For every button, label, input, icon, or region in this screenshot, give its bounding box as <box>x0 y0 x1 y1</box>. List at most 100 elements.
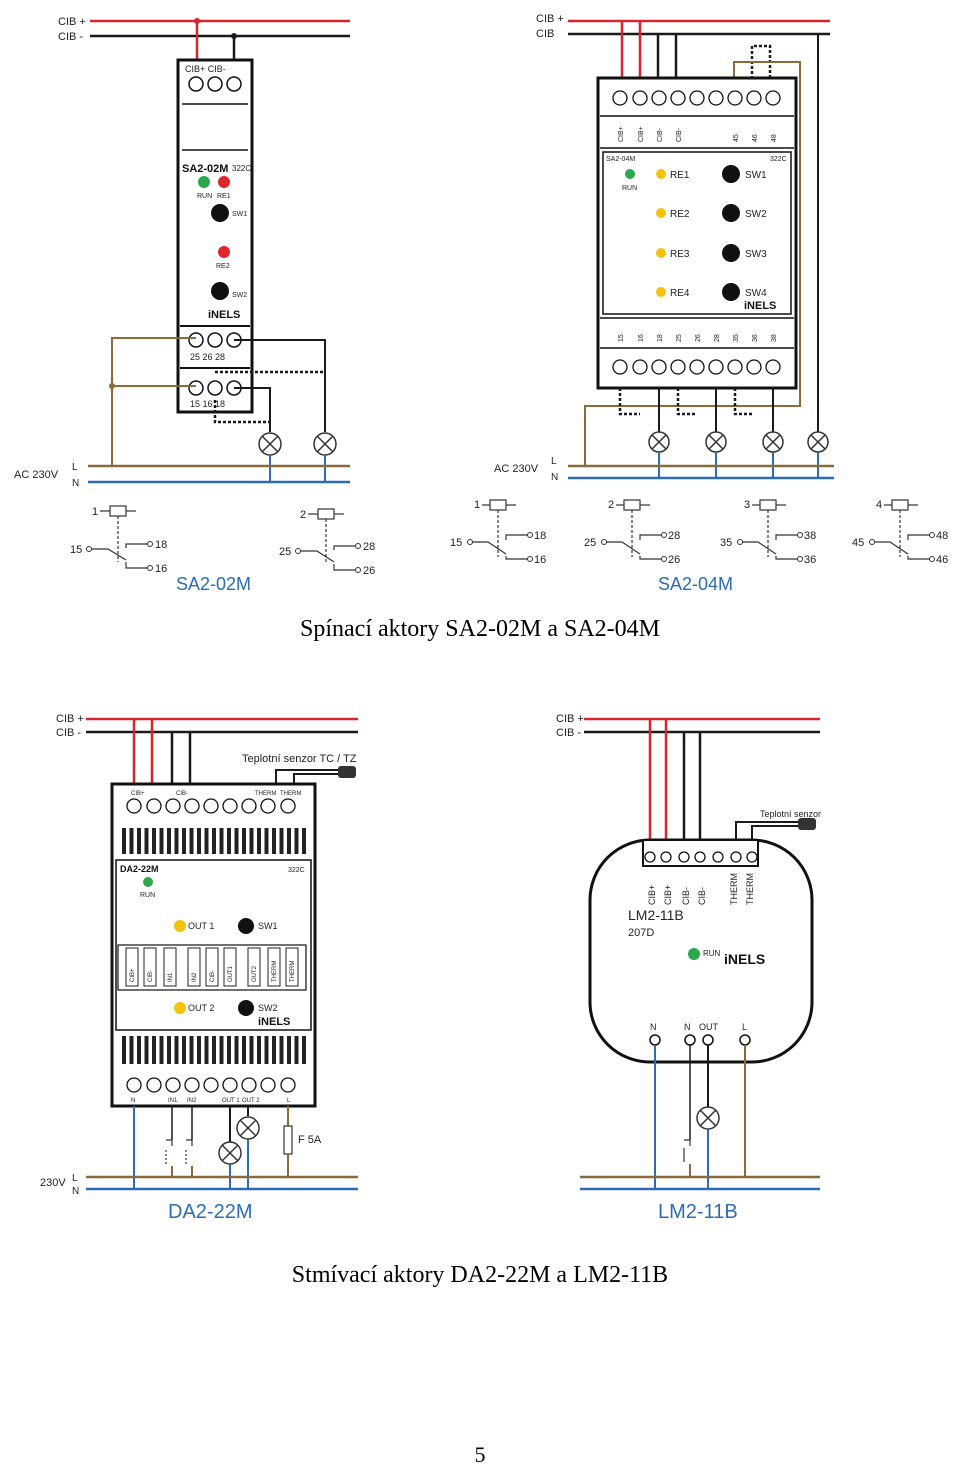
lm2-11b-term-out: OUT <box>699 1022 719 1032</box>
sa2-02m-re1: RE1 <box>217 193 231 200</box>
da2-22m-bot-l: L <box>287 1098 291 1104</box>
svg-text:48: 48 <box>936 530 948 542</box>
sa2-04m-top-term: 45 <box>733 134 740 142</box>
da2-22m-mid-term: IN2 <box>192 972 198 982</box>
caption-switching: Spínací aktory SA2-02M a SA2-04M <box>300 616 660 642</box>
sa2-04m-sw-button[interactable] <box>722 244 740 262</box>
caption-dimming: Stmívací aktory DA2-22M a LM2-11B <box>291 1262 669 1288</box>
lm2-11b-diagram: CIB + CIB - Teplotní senzor CIB+CIB+CIB-… <box>556 713 821 1223</box>
sa2-04m-sw-button[interactable] <box>722 283 740 301</box>
svg-text:16: 16 <box>155 563 167 575</box>
da2-22m-title: DA2-22M <box>168 1201 252 1223</box>
lm2-11b-title: LM2-11B <box>658 1201 738 1223</box>
sa2-04m-re-label: RE4 <box>670 288 690 299</box>
da2-22m-run: RUN <box>140 892 155 899</box>
inels-logo-3: iNELS <box>258 1016 290 1028</box>
sa2-04m-title: SA2-04M <box>658 574 733 594</box>
lm2-11b-run: RUN <box>703 949 721 958</box>
da2-22m-sensor-label: Teplotní senzor TC / TZ <box>242 753 357 765</box>
lm2-11b-term: CIB+ <box>663 885 673 905</box>
inels-logo: iNELS <box>208 309 240 321</box>
sa2-04m-sw-label: SW1 <box>745 170 767 181</box>
sa2-04m-led <box>656 287 666 297</box>
sa2-04m-sw-button[interactable] <box>722 165 740 183</box>
sa2-02m-sw2: SW2 <box>232 292 247 299</box>
svg-text:36: 36 <box>804 554 816 566</box>
da2-22m-bot-n: N <box>131 1098 135 1104</box>
da2-22m-mid-term: THERM <box>272 961 278 982</box>
sa2-02m-diagram: CIB + CIB - CIB+ CIB- SA2-02M 322C RUN R… <box>14 16 375 594</box>
lm2-11b-term-n: N <box>650 1022 657 1032</box>
n-label-2: N <box>551 472 558 483</box>
sa2-02m-code: 322C <box>232 164 251 173</box>
da2-22m-sw2: SW2 <box>258 1003 278 1013</box>
svg-text:45: 45 <box>852 537 864 549</box>
page-number: 5 <box>474 1442 486 1467</box>
svg-text:2: 2 <box>300 509 306 521</box>
lm2-11b-term-l: L <box>742 1022 747 1032</box>
cib-plus-label: CIB + <box>58 16 86 28</box>
lm2-11b-term: CIB- <box>697 887 707 905</box>
cib-plus-label-3: CIB + <box>56 713 84 725</box>
svg-text:15: 15 <box>450 537 462 549</box>
fuse-icon <box>283 1125 293 1155</box>
da2-22m-mid-term: CIB- <box>210 970 216 982</box>
sa2-04m-led <box>656 169 666 179</box>
sa2-02m-relay-1: 1 15 18 16 <box>70 505 167 575</box>
svg-text:3: 3 <box>744 499 750 511</box>
svg-text:1: 1 <box>474 499 480 511</box>
lm2-11b-term: THERM <box>745 873 755 905</box>
svg-text:46: 46 <box>936 554 948 566</box>
sa2-02m-terms-mid: 25 26 28 <box>190 352 225 362</box>
da2-22m-top-cibp: CIB+ <box>131 791 145 797</box>
da2-22m-mid-term: CIB- <box>148 970 154 982</box>
sa2-04m-top-term: CIB+ <box>638 126 645 142</box>
sa2-04m-top-term: 46 <box>752 134 759 142</box>
sa2-04m-name: SA2-04M <box>606 156 635 163</box>
lm2-11b-term: CIB+ <box>647 885 657 905</box>
svg-text:25: 25 <box>279 546 291 558</box>
da2-22m-sw1-button[interactable] <box>238 918 254 934</box>
sw2-button[interactable] <box>211 282 229 300</box>
fuse-label: F 5A <box>298 1134 322 1146</box>
da2-22m-bot-in2: IN2 <box>187 1098 197 1104</box>
sa2-04m-sw-button[interactable] <box>722 204 740 222</box>
sa2-04m-bottom-term: 38 <box>771 334 778 342</box>
sa2-04m-re-label: RE3 <box>670 249 690 260</box>
lm2-11b-term: CIB- <box>681 887 691 905</box>
sa2-04m-sw-label: SW3 <box>745 249 767 260</box>
svg-text:38: 38 <box>804 530 816 542</box>
sa2-04m-code: 322C <box>770 156 787 163</box>
sa2-04m-bottom-term: 18 <box>657 334 664 342</box>
v230-label: 230V <box>40 1177 66 1189</box>
da2-22m-mid-term: CIB+ <box>130 968 136 982</box>
cib-minus-label-3: CIB - <box>56 727 81 739</box>
sa2-04m-bottom-term: 26 <box>695 334 702 342</box>
da2-22m-mid-term: OUT1 <box>228 965 234 982</box>
cib-minus-label: CIB - <box>58 31 83 43</box>
inels-logo-4: iNELS <box>724 951 765 967</box>
svg-text:26: 26 <box>363 565 375 577</box>
ac230v-label: AC 230V <box>14 469 59 481</box>
da2-22m-sw2-button[interactable] <box>238 1000 254 1016</box>
cib-plus-label-4: CIB + <box>556 713 584 725</box>
da2-22m-name: DA2-22M <box>120 864 159 874</box>
lm2-11b-sensor-label: Teplotní senzor <box>760 809 821 819</box>
sa2-04m-top-term: CIB- <box>657 127 664 142</box>
da2-22m-bot-in1: IN1 <box>168 1098 178 1104</box>
svg-text:15: 15 <box>70 544 82 556</box>
lm2-11b-term: THERM <box>729 873 739 905</box>
n-label-3: N <box>72 1186 79 1197</box>
sw1-button[interactable] <box>211 204 229 222</box>
svg-text:28: 28 <box>363 541 375 553</box>
